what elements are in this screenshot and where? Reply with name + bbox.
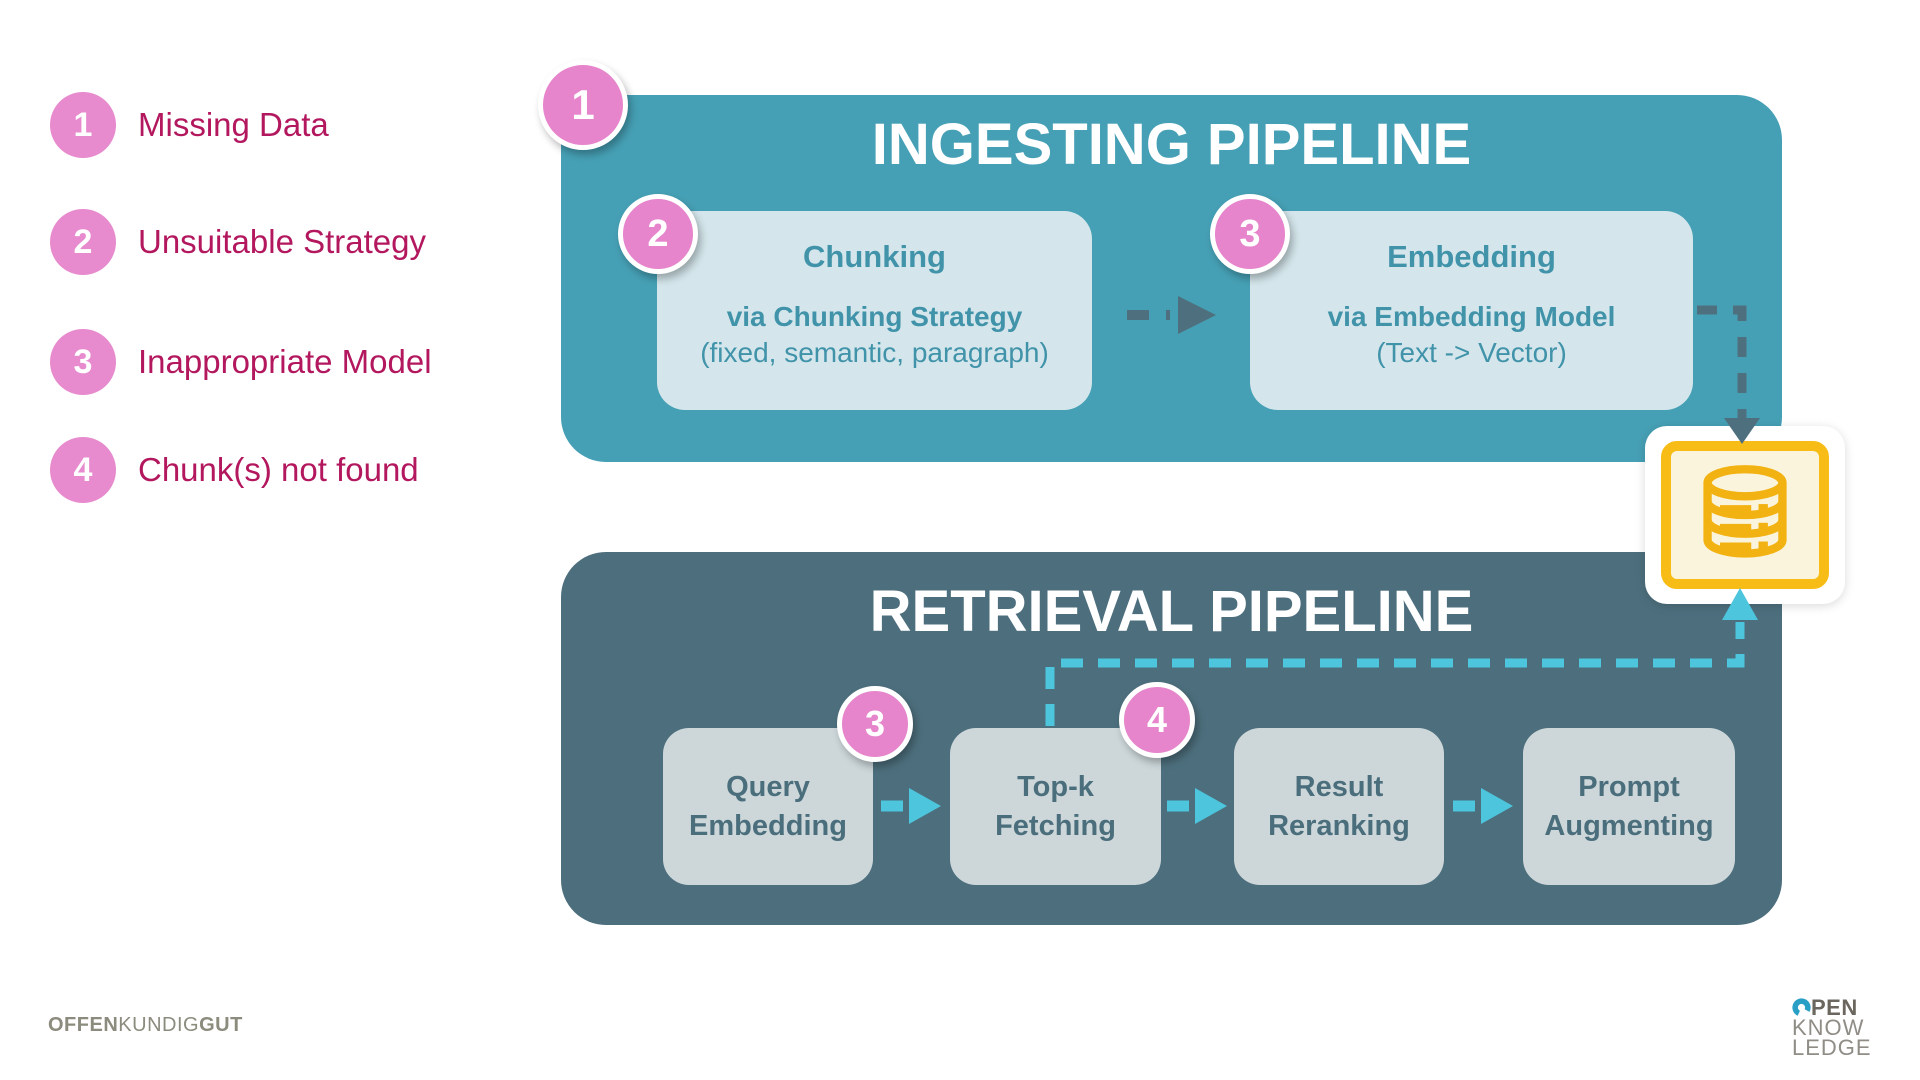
vector-database-card — [1645, 426, 1845, 604]
chunking-method-detail: (fixed, semantic, paragraph) — [700, 337, 1049, 368]
result-reranking-step-box: Result Reranking — [1234, 728, 1444, 885]
issue-item-4: 4 Chunk(s) not found — [50, 437, 419, 503]
step-label-line: Top-k — [1017, 770, 1094, 803]
chunking-badge: 2 — [618, 194, 698, 274]
step-label-line: Fetching — [995, 809, 1116, 842]
embedding-title: Embedding — [1387, 239, 1556, 274]
open-knowledge-o-mark-icon — [1792, 998, 1811, 1017]
embedding-badge: 3 — [1210, 194, 1290, 274]
issue-label: Unsuitable Strategy — [138, 223, 426, 260]
issue-number-badge: 2 — [50, 209, 116, 275]
step-label-line: Prompt — [1578, 770, 1680, 803]
logo-part-kundig: KUNDIG — [118, 1014, 200, 1036]
chunking-method: via Chunking Strategy — [726, 301, 1023, 332]
step-label-line: Augmenting — [1544, 809, 1714, 842]
top-k-fetching-step-box: Top-k Fetching — [950, 728, 1161, 885]
issue-number-badge: 4 — [50, 437, 116, 503]
issue-item-1: 1 Missing Data — [50, 92, 329, 158]
logo-line-know: KNOW — [1792, 1015, 1865, 1040]
chunking-title: Chunking — [803, 239, 946, 274]
embedding-step-box: Embedding via Embedding Model (Text -> V… — [1250, 211, 1693, 410]
prompt-augmenting-step-box: Prompt Augmenting — [1523, 728, 1735, 885]
retrieval-pipeline-title: RETRIEVAL PIPELINE — [869, 579, 1474, 644]
issue-number-badge: 3 — [50, 329, 116, 395]
embedding-method: via Embedding Model — [1327, 301, 1616, 332]
logo-line-open: PEN — [1811, 995, 1858, 1020]
issue-number-badge: 1 — [50, 92, 116, 158]
step-label-line: Embedding — [689, 809, 847, 842]
chunking-step-box: Chunking via Chunking Strategy (fixed, s… — [657, 211, 1092, 410]
logo-part-offen: OFFEN — [48, 1014, 119, 1036]
query-embedding-step-box: Query Embedding — [663, 728, 873, 885]
issue-label: Chunk(s) not found — [138, 451, 419, 488]
ingesting-pipeline-box: INGESTING PIPELINE Chunking via Chunking… — [561, 95, 1782, 462]
offenkundiggut-logo: OFFENKUNDIGGUT — [48, 1014, 243, 1037]
step-label-line: Reranking — [1268, 809, 1410, 842]
open-knowledge-logo: PEN KNOW LEDGE — [1792, 995, 1872, 1060]
database-icon — [1703, 465, 1787, 558]
ingesting-pipeline-title: INGESTING PIPELINE — [871, 112, 1472, 177]
vector-database-box — [1661, 441, 1829, 589]
ingesting-pipeline-badge: 1 — [538, 60, 628, 150]
embedding-method-detail: (Text -> Vector) — [1376, 337, 1567, 368]
step-label-line: Query — [726, 770, 810, 803]
logo-line-ledge: LEDGE — [1792, 1035, 1872, 1060]
issue-label: Missing Data — [138, 106, 329, 143]
topk-fetching-badge: 4 — [1119, 682, 1195, 758]
issue-label: Inappropriate Model — [138, 343, 432, 380]
step-label-line: Result — [1294, 770, 1384, 803]
logo-part-gut: GUT — [199, 1014, 243, 1036]
issue-item-2: 2 Unsuitable Strategy — [50, 209, 426, 275]
query-embedding-badge: 3 — [837, 686, 913, 762]
issue-item-3: 3 Inappropriate Model — [50, 329, 432, 395]
